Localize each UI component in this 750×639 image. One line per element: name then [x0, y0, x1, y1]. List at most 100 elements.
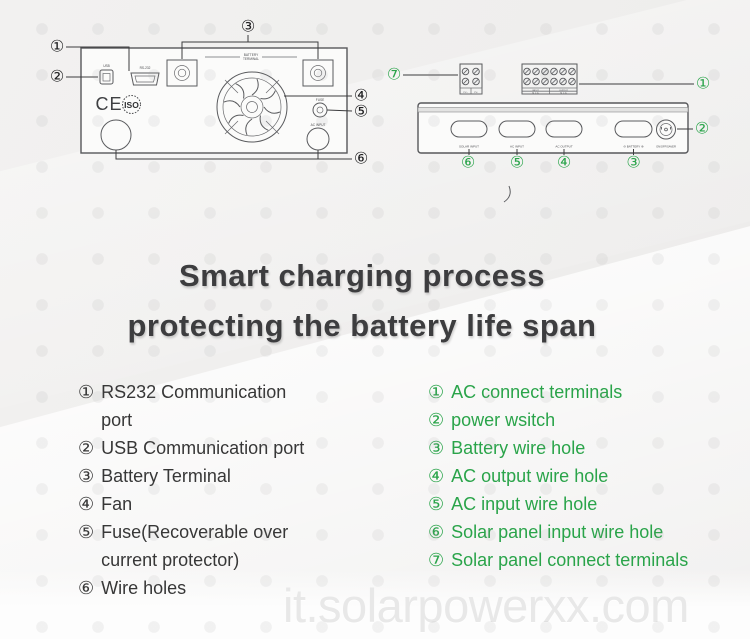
inverter-rear-panel: USB RS-232 CE ISO — [50, 19, 511, 203]
list-item-text: USB Communication port — [101, 438, 305, 458]
leader-line-5 — [326, 109, 353, 112]
usb-label: USB — [103, 64, 110, 68]
list-item-text: RS232 Communication port — [101, 382, 287, 430]
list-item: ⑥ Solar panel input wire hole — [428, 518, 688, 546]
ac-input-hole — [498, 120, 536, 138]
svg-text:PV+: PV+ — [463, 92, 468, 94]
solar-input-hole — [450, 120, 488, 138]
list-item: ⑥ Wire holes — [78, 574, 306, 602]
list-item-text: Fuse(Recoverable over current protector) — [101, 522, 289, 570]
watermark: it.solarpowerxx.com — [283, 579, 689, 632]
list-item-text: AC connect terminals — [451, 382, 623, 402]
rs232-port-icon: RS-232 — [130, 66, 160, 86]
list-item: ⑦ Solar panel connect terminals — [428, 546, 688, 574]
list-item-text: Solar panel input wire hole — [451, 522, 664, 542]
list-item: ① AC connect terminals — [428, 378, 688, 406]
list-item-number: ① — [78, 382, 95, 402]
list-item: ① RS232 Communication port — [78, 378, 306, 434]
headline-line-2: protecting the battery life span — [127, 307, 597, 343]
battery-terminal-right — [302, 59, 334, 87]
headline-line-1: Smart charging process — [179, 257, 545, 293]
fuse-label: FUSE — [316, 98, 325, 102]
feature-list-right: ① AC connect terminals ② power wsitch ③ … — [428, 378, 688, 574]
list-item: ② USB Communication port — [78, 434, 306, 462]
callout-5: ⑤ — [510, 155, 524, 172]
power-switch-icon — [656, 119, 676, 140]
bg-bottom-band — [0, 569, 750, 639]
solar-terminal-block: PV+ PV- — [459, 63, 483, 95]
usb-port-icon: USB — [99, 64, 114, 85]
list-item-number: ⑤ — [428, 494, 445, 514]
list-item-number: ⑥ — [428, 522, 445, 542]
callout-2: ② — [50, 69, 64, 86]
callout-5: ⑤ — [354, 104, 368, 121]
list-item-text: AC input wire hole — [451, 494, 598, 514]
list-item-number: ⑥ — [78, 578, 95, 598]
list-item-number: ③ — [78, 466, 95, 486]
battery-hole — [614, 120, 653, 138]
panel-body — [417, 102, 689, 154]
list-item-number: ① — [428, 382, 445, 402]
callout-3: ③ — [626, 155, 640, 172]
callout-4: ④ — [557, 155, 571, 172]
battery-terminal-left — [166, 59, 198, 87]
list-item: ④ AC output wire hole — [428, 462, 688, 490]
list-item: ③ Battery Terminal — [78, 462, 306, 490]
callout-1: ① — [696, 76, 710, 93]
svg-text:OUTPUT: OUTPUT — [559, 90, 569, 92]
callout-6: ⑥ — [354, 151, 368, 168]
battery-label: ⊖ BATTERY ⊕ — [623, 145, 644, 149]
list-item-number: ③ — [428, 438, 445, 458]
feature-list-left: ① RS232 Communication port ② USB Communi… — [78, 378, 306, 602]
leader-line-3a — [181, 35, 249, 59]
list-item: ④ Fan — [78, 490, 306, 518]
svg-text:PV-: PV- — [474, 92, 478, 94]
list-item-number: ④ — [428, 466, 445, 486]
list-item: ③ Battery wire hole — [428, 434, 688, 462]
callout-3: ③ — [241, 19, 255, 36]
callout-2: ② — [695, 121, 709, 138]
list-item-number: ② — [428, 410, 445, 430]
callout-1: ① — [50, 39, 64, 56]
list-item-text: Battery wire hole — [451, 438, 586, 458]
list-item: ② power wsitch — [428, 406, 688, 434]
list-item-text: Wire holes — [101, 578, 187, 598]
list-item-text: power wsitch — [451, 410, 556, 430]
solar-input-label: SOLAR INPUT — [459, 145, 479, 149]
iso-label: ISO — [124, 100, 139, 110]
fan-icon — [216, 71, 511, 203]
ce-mark: CE — [95, 94, 122, 114]
callout-4: ④ — [354, 88, 368, 105]
panel-groove — [417, 107, 689, 113]
rs232-label: RS-232 — [140, 66, 151, 70]
leader-line-6 — [115, 150, 352, 160]
svg-text:BATTERY: BATTERY — [244, 53, 259, 57]
ac-output-hole — [545, 120, 583, 138]
list-item-number: ② — [78, 438, 95, 458]
battery-terminal-label: BATTERY TERMINAL — [205, 53, 297, 61]
list-item-number: ⑦ — [428, 550, 445, 570]
solar-inverter-wiring-panel: PV+ PV- INPUT OUTPU — [387, 63, 710, 172]
callout-7: ⑦ — [387, 67, 401, 84]
switch-label: ON/OFF/SAVER — [656, 145, 676, 149]
page-title: Smart charging process protecting the ba… — [0, 251, 737, 351]
ac-input-label: AC INPUT — [510, 145, 524, 149]
list-item-text: Solar panel connect terminals — [451, 550, 689, 570]
callout-6: ⑥ — [461, 155, 475, 172]
list-item-number: ④ — [78, 494, 95, 514]
list-item-text: Battery Terminal — [101, 466, 231, 486]
leader-line-1 — [66, 46, 130, 71]
svg-text:TERMINAL: TERMINAL — [243, 57, 259, 61]
list-item-text: Fan — [101, 494, 133, 514]
list-item: ⑤ AC input wire hole — [428, 490, 688, 518]
iso-mark: ISO — [122, 95, 141, 114]
svg-text:INPUT: INPUT — [532, 90, 539, 92]
ac-terminal-block: INPUT OUTPUT N L G N L G — [521, 63, 578, 95]
leader-line-3b — [248, 41, 319, 59]
list-item-text: AC output wire hole — [451, 466, 609, 486]
device-diagrams: USB RS-232 CE ISO — [50, 19, 710, 203]
svg-text:N L G: N L G — [532, 92, 538, 95]
svg-text:N L G: N L G — [560, 92, 566, 95]
list-item-number: ⑤ — [78, 522, 95, 542]
